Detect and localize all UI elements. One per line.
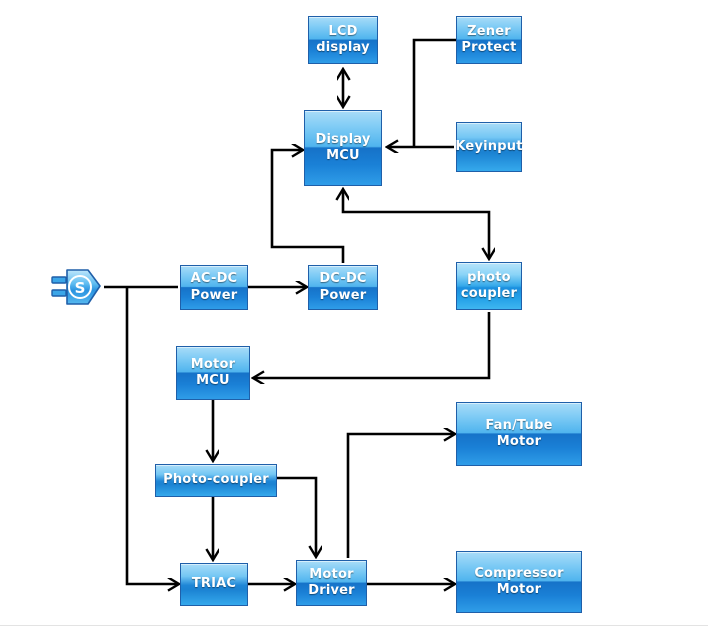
block-label-line2: Power: [190, 287, 238, 303]
block-label-line2: Driver: [308, 583, 355, 598]
wire-zener-to-display-mcu: [412, 38, 456, 147]
block-display-mcu[interactable]: Display MCU: [304, 110, 382, 186]
block-label-line2: coupler: [460, 286, 518, 301]
block-label-line2: Motor: [496, 434, 542, 449]
block-dc-dc-power[interactable]: DC-DC Power: [308, 265, 378, 310]
wire-photocoupler-to-motor-mcu: [254, 312, 491, 378]
mains-plug-icon: S: [51, 269, 101, 305]
block-photo-coupler[interactable]: Photo-coupler: [155, 464, 277, 497]
block-label-line2: Motor: [496, 582, 542, 597]
block-label-line1: Motor: [309, 566, 354, 582]
block-label-line2: MCU: [326, 148, 360, 163]
block-label-line2: Power: [319, 287, 367, 303]
block-label-line1: DC-DC: [319, 271, 367, 287]
block-label-line1: Keyinput: [455, 138, 523, 154]
block-photo-coupler-hv[interactable]: photo coupler: [456, 262, 522, 310]
wire-display-mcu-to-photocoupler: [343, 190, 489, 258]
block-triac[interactable]: TRIAC: [180, 563, 248, 606]
block-label-line1: Fan/Tube: [485, 417, 553, 433]
block-label-line1: Motor: [190, 356, 236, 372]
block-compressor-motor[interactable]: Compressor Motor: [456, 551, 582, 613]
block-label-line1: photo: [467, 269, 511, 285]
block-label-line1: Display: [315, 131, 371, 147]
block-label-line1: LCD: [328, 23, 358, 39]
block-label-line1: Zener: [467, 23, 511, 39]
block-keyinput[interactable]: Keyinput: [455, 122, 523, 172]
wire-mains-to-triac: [125, 287, 178, 584]
bottom-divider: [0, 625, 708, 626]
block-motor-mcu[interactable]: Motor MCU: [176, 346, 250, 400]
block-fan-tube-motor[interactable]: Fan/Tube Motor: [456, 402, 582, 466]
block-label-line2: display: [316, 40, 370, 55]
block-ac-dc-power[interactable]: AC-DC Power: [180, 265, 248, 310]
block-label-line1: TRIAC: [191, 576, 237, 592]
block-zener-protect[interactable]: Zener Protect: [456, 16, 522, 64]
block-lcd-display[interactable]: LCD display: [308, 16, 378, 64]
plug-label: S: [75, 279, 86, 297]
block-label-line2: Protect: [461, 40, 517, 55]
block-label-line1: Photo-coupler: [163, 472, 269, 488]
block-label-line1: AC-DC: [190, 271, 238, 287]
block-motor-driver[interactable]: Motor Driver: [296, 560, 367, 606]
wire-photocoupler-to-motor-driver: [277, 476, 316, 556]
wire-motor-driver-to-fan-tube: [346, 434, 454, 558]
block-label-line1: Compressor: [474, 565, 564, 581]
block-label-line2: MCU: [196, 373, 230, 388]
